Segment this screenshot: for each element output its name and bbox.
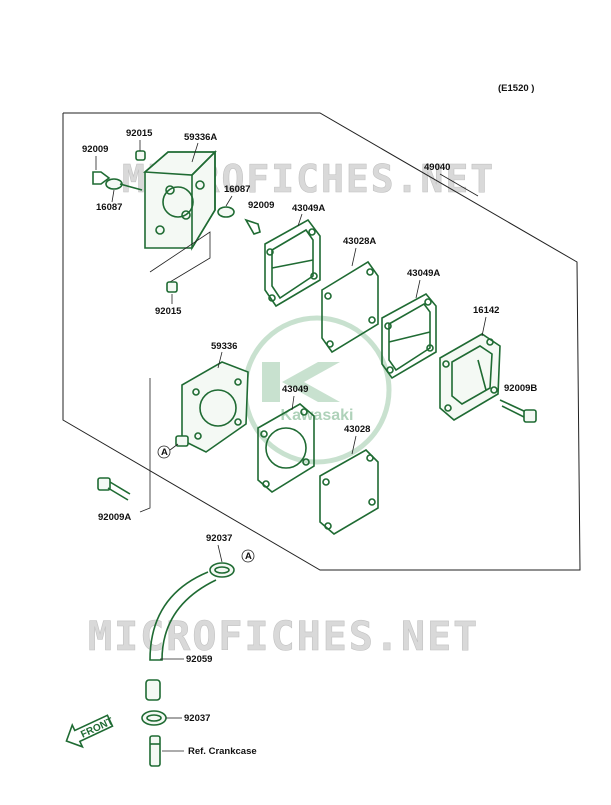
hose-92059 (149, 571, 217, 661)
gasket-43049A-1 (264, 218, 321, 308)
kawasaki-logo: Kawasaki (242, 315, 392, 465)
front-arrow-icon: FRONT (65, 714, 115, 749)
label-59336: 59336 (211, 341, 237, 352)
marker-a-2 (241, 549, 255, 563)
part-16087-right (217, 206, 235, 218)
label-43049A-2: 43049A (407, 268, 440, 279)
label-92009A: 92009A (98, 512, 131, 523)
label-43049: 43049 (282, 384, 308, 395)
label-16087-right: 16087 (224, 184, 250, 195)
label-49040: 49040 (424, 162, 450, 173)
label-92009-right: 92009 (248, 200, 274, 211)
label-16087-left: 16087 (96, 202, 122, 213)
svg-text:A: A (245, 551, 252, 562)
label-43028A: 43028A (343, 236, 376, 247)
label-92015-top: 92015 (126, 128, 153, 139)
watermark-bottom: MICROFICHES.NET (88, 614, 479, 660)
part-92015-bottom (166, 281, 178, 293)
screw-92009B (499, 399, 537, 423)
part-92015-top (135, 150, 146, 161)
hose-connector (145, 679, 161, 701)
pump-body-lower (175, 361, 249, 453)
label-92015-bottom: 92015 (155, 306, 182, 317)
marker-a-1 (157, 445, 171, 459)
part-92009-left (92, 171, 111, 185)
part-16087-left (105, 178, 143, 191)
label-92059: 92059 (186, 654, 212, 665)
label-92037-top: 92037 (206, 533, 232, 544)
pump-body-upper (143, 150, 217, 251)
gasket-43049 (257, 403, 315, 493)
assembly-frame (62, 112, 581, 571)
label-92009B: 92009B (504, 383, 537, 394)
label-59336A: 59336A (184, 132, 217, 143)
ref-code: (E1520 ) (498, 83, 534, 94)
svg-text:Kawasaki: Kawasaki (281, 407, 354, 424)
screw-92009A (97, 477, 131, 501)
label-16142: 16142 (473, 305, 499, 316)
gasket-43049A-2 (381, 292, 437, 380)
diaphragm-43028A (321, 260, 379, 354)
clamp-92037-bottom (141, 710, 167, 726)
label-43028: 43028 (344, 424, 370, 435)
label-ref-crankcase: Ref. Crankcase (188, 746, 257, 757)
clamp-92037-top (209, 562, 235, 578)
part-92009-right (244, 218, 261, 235)
cover-16142 (439, 333, 501, 421)
label-92009-left: 92009 (82, 144, 108, 155)
diaphragm-43028 (319, 449, 379, 535)
crankcase-fitting (149, 735, 161, 767)
label-92037-bottom: 92037 (184, 713, 210, 724)
svg-text:A: A (161, 447, 168, 458)
label-43049A-1: 43049A (292, 203, 325, 214)
